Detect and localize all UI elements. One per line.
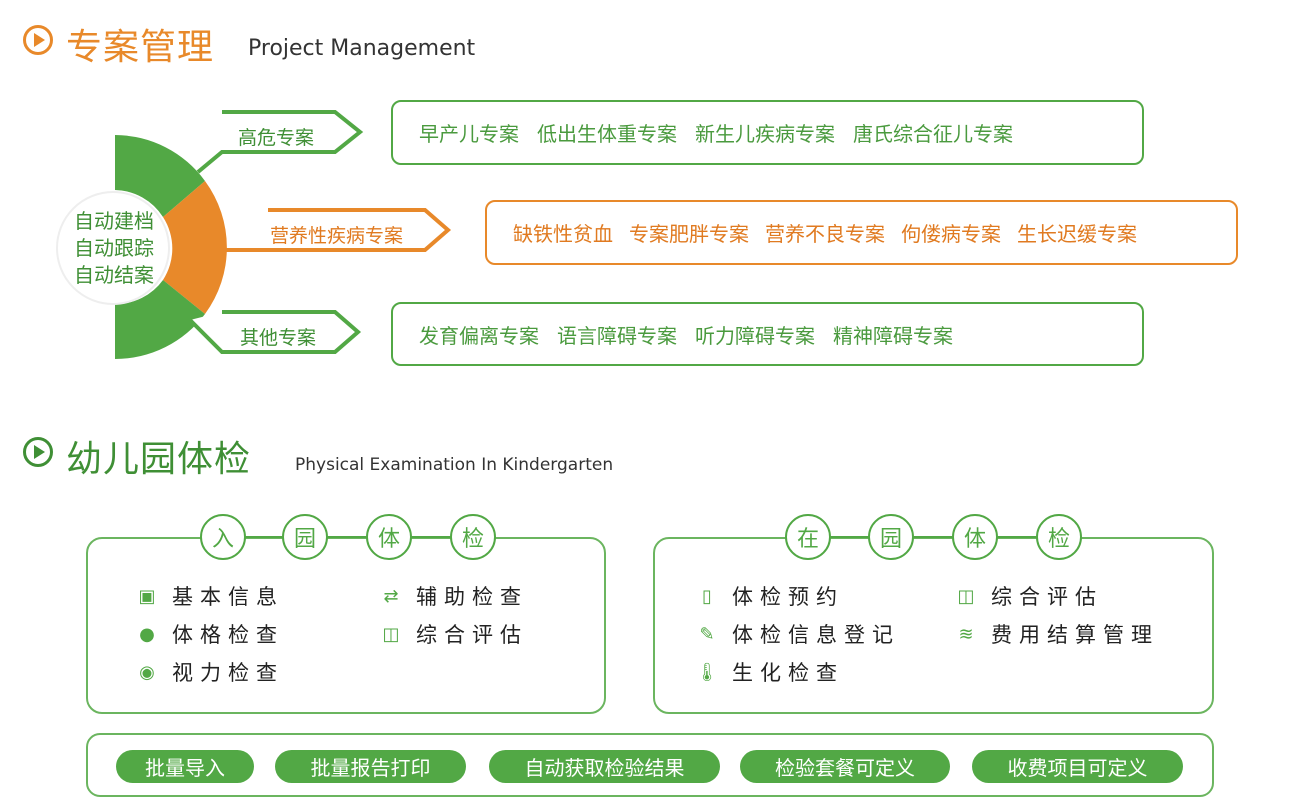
item-physical[interactable]: ● 体格检查 — [136, 619, 284, 649]
title-char: 园 — [282, 514, 328, 560]
repeat-icon: ⇄ — [383, 585, 399, 607]
title-char: 体 — [952, 514, 998, 560]
map-icon: ◫ — [382, 623, 400, 645]
tag-high-risk[interactable]: 高危专案 — [238, 127, 315, 149]
case-item[interactable]: 缺铁性贫血 — [513, 222, 613, 246]
item-label: 辅助检查 — [416, 585, 528, 609]
case-item[interactable]: 发育偏离专案 — [419, 323, 539, 348]
item-appointment[interactable]: ▯ 体检预约 — [696, 581, 844, 611]
item-biochem[interactable]: 🌡︎ 生化检查 — [696, 657, 844, 687]
in-school-exam-panel — [653, 537, 1214, 714]
tag-other[interactable]: 其他专案 — [240, 327, 317, 349]
item-assessment[interactable]: ◫ 综合评估 — [380, 619, 528, 649]
connector-line — [808, 536, 1059, 538]
item-assessment[interactable]: ◫ 综合评估 — [955, 581, 1103, 611]
tag-nutrition[interactable]: 营养性疾病专案 — [270, 225, 404, 247]
item-label: 基本信息 — [172, 585, 284, 609]
title-char: 检 — [450, 514, 496, 560]
title-char: 检 — [1036, 514, 1082, 560]
project-ring-diagram — [56, 110, 452, 360]
center-line: 自动结案 — [74, 263, 154, 287]
person-icon: ● — [139, 623, 155, 645]
phone-icon: ▯ — [702, 585, 712, 607]
section-subtitle-kindergarten: Physical Examination In Kindergarten — [295, 455, 614, 475]
eye-icon: ◉ — [139, 661, 155, 683]
batch-import-button[interactable]: 批量导入 — [116, 750, 254, 783]
item-registration[interactable]: ✎ 体检信息登记 — [696, 619, 900, 649]
item-label: 生化检查 — [732, 661, 844, 685]
thermometer-icon: 🌡︎ — [695, 661, 719, 683]
item-auxiliary[interactable]: ⇄ 辅助检查 — [380, 581, 528, 611]
batch-print-button[interactable]: 批量报告打印 — [275, 750, 466, 783]
features-bar — [86, 733, 1214, 797]
item-basic-info[interactable]: ▣ 基本信息 — [136, 581, 284, 611]
case-item[interactable]: 营养不良专案 — [765, 222, 885, 246]
connector-line — [223, 536, 473, 538]
title-char: 体 — [366, 514, 412, 560]
ring-center-text: 自动建档 自动跟踪 自动结案 — [62, 208, 166, 289]
case-item[interactable]: 新生儿疾病专案 — [695, 122, 835, 146]
section-title-project: 专案管理 — [66, 27, 215, 68]
auto-fetch-results-button[interactable]: 自动获取检验结果 — [489, 750, 720, 783]
section-subtitle-project: Project Management — [248, 36, 476, 61]
case-item[interactable]: 听力障碍专案 — [695, 323, 815, 348]
item-billing[interactable]: ≋ 费用结算管理 — [955, 619, 1159, 649]
nutrition-list: 缺铁性贫血 专案肥胖专案 营养不良专案 佝偻病专案 生长迟缓专案 — [485, 200, 1238, 265]
item-label: 综合评估 — [416, 623, 528, 647]
item-label: 体格检查 — [172, 623, 284, 647]
other-list: 发育偏离专案 语言障碍专案 听力障碍专案 精神障碍专案 — [391, 302, 1144, 366]
item-label: 费用结算管理 — [991, 623, 1159, 647]
coins-icon: ≋ — [958, 623, 974, 645]
play-circle-icon — [23, 437, 53, 467]
item-label: 综合评估 — [991, 585, 1103, 609]
title-char: 在 — [785, 514, 831, 560]
item-vision[interactable]: ◉ 视力检查 — [136, 657, 284, 687]
edit-icon: ✎ — [699, 623, 715, 645]
case-item[interactable]: 早产儿专案 — [419, 122, 519, 146]
case-item[interactable]: 精神障碍专案 — [833, 323, 953, 348]
entry-exam-panel — [86, 537, 606, 714]
case-item[interactable]: 生长迟缓专案 — [1017, 222, 1137, 246]
title-char: 园 — [868, 514, 914, 560]
case-item[interactable]: 唐氏综合征儿专案 — [853, 122, 1013, 146]
center-line: 自动跟踪 — [74, 236, 154, 260]
item-label: 视力检查 — [172, 661, 284, 685]
map-icon: ◫ — [957, 585, 975, 607]
item-label: 体检预约 — [732, 585, 844, 609]
item-label: 体检信息登记 — [732, 623, 900, 647]
play-circle-icon — [23, 25, 53, 55]
custom-package-button[interactable]: 检验套餐可定义 — [740, 750, 950, 783]
case-item[interactable]: 语言障碍专案 — [557, 323, 677, 348]
case-item[interactable]: 专案肥胖专案 — [629, 222, 749, 246]
case-item[interactable]: 佝偻病专案 — [901, 222, 1001, 246]
section-title-kindergarten: 幼儿园体检 — [66, 439, 252, 480]
title-char: 入 — [200, 514, 246, 560]
id-card-icon: ▣ — [138, 585, 156, 607]
high-risk-list: 早产儿专案 低出生体重专案 新生儿疾病专案 唐氏综合征儿专案 — [391, 100, 1144, 165]
custom-fee-button[interactable]: 收费项目可定义 — [972, 750, 1183, 783]
center-line: 自动建档 — [74, 209, 154, 233]
case-item[interactable]: 低出生体重专案 — [537, 122, 677, 146]
